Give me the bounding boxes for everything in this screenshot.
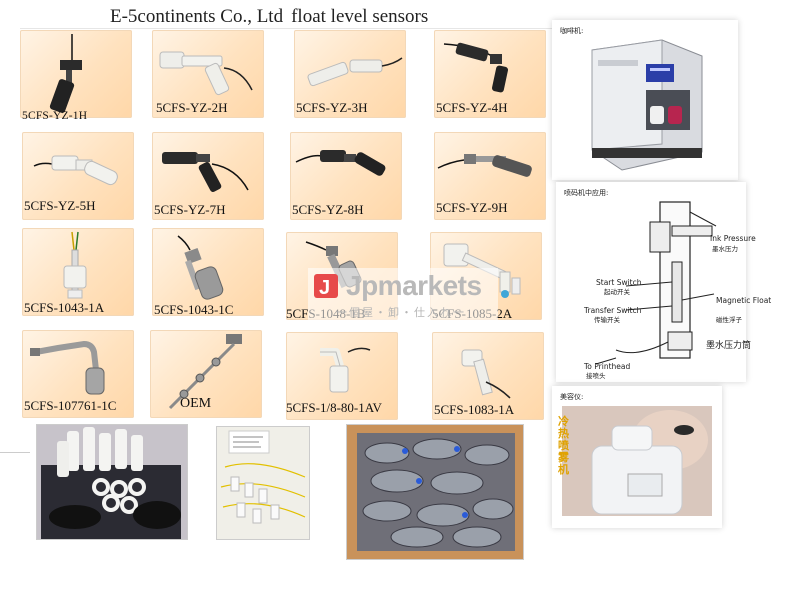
float-sensor-icon	[177, 235, 224, 300]
bagged-sensors-icon	[217, 427, 309, 539]
product-card[interactable]	[434, 30, 546, 118]
to-printhead-label: To Printhead	[584, 362, 631, 371]
product-photo-box	[346, 424, 524, 560]
box-of-sensors-icon	[347, 425, 523, 559]
product-card[interactable]	[152, 30, 264, 118]
product-label: OEM	[180, 396, 212, 411]
product-card[interactable]	[286, 332, 398, 420]
float-sensor-icon	[307, 57, 403, 87]
float-sensor-icon	[30, 340, 105, 395]
product-label: 5CFS-1043-1A	[24, 300, 105, 315]
product-card[interactable]	[22, 330, 134, 418]
product-photo-floats	[36, 424, 188, 540]
product-card[interactable]	[20, 30, 132, 118]
page-subtitle: float level sensors	[291, 6, 429, 27]
float-sensor-icon	[437, 154, 532, 177]
product-card[interactable]	[290, 132, 402, 220]
watermark: J Jpmarkets 一個屋・卸・仕入れ一	[308, 268, 498, 320]
ink-pressure-label: Ink Pressure	[710, 234, 756, 243]
panel-title: 喷码机中应用:	[564, 189, 609, 197]
white-floats-pile-icon	[37, 425, 187, 539]
product-card[interactable]	[294, 30, 406, 118]
watermark-brand: Jpmarkets	[346, 270, 482, 301]
beauty-device-panel: 美容仪: 冷热喷雾机	[552, 386, 722, 528]
product-label: 5CFS-YZ-2H	[156, 100, 228, 115]
left-divider	[0, 452, 30, 453]
product-label: 5CFS-YZ-7H	[154, 202, 226, 217]
product-photo-bagged	[216, 426, 310, 540]
product-label: 5CFS-1/8-80-1AV	[286, 400, 382, 415]
header-divider	[20, 28, 595, 29]
panel-title: 咖啡机:	[560, 27, 584, 35]
beauty-sign: 冷热喷雾机	[558, 415, 569, 476]
product-label: 5CFS-YZ-9H	[436, 200, 508, 215]
float-sensor-icon	[320, 347, 371, 393]
product-label: 5CFS-1043-1C	[154, 302, 234, 317]
inkjet-panel: 喷码机中应用: Ink Pressure 墨水压力 Start Switch 起…	[556, 182, 771, 382]
product-label: 5CFS-1083-1A	[434, 402, 515, 417]
float-sensor-icon	[461, 349, 511, 399]
product-label: 5CFS-YZ-4H	[436, 100, 508, 115]
to-printhead-cn-label: 接喷头	[586, 372, 606, 380]
ink-cylinder-cn-label: 墨水压力筒	[706, 341, 752, 351]
float-sensor-icon	[33, 155, 118, 186]
product-label: 5CFS-YZ-8H	[292, 202, 364, 217]
product-card[interactable]	[434, 132, 546, 220]
float-sensor-icon	[168, 334, 242, 410]
watermark-subtext: 一個屋・卸・仕入れ一	[336, 306, 466, 319]
page-title: E-5continents Co., Ltd float level sensor…	[110, 6, 428, 28]
svg-text:J: J	[319, 277, 330, 299]
product-card[interactable]	[152, 132, 264, 220]
product-card[interactable]	[22, 132, 134, 220]
product-label: 5CFS-107761-1C	[24, 398, 117, 413]
start-switch-cn-label: 起动开关	[604, 288, 630, 296]
magnetic-float-label: Magnetic Float	[716, 296, 772, 305]
float-sensor-icon	[162, 152, 249, 193]
company-name: E-5continents Co., Ltd	[110, 6, 284, 27]
product-card[interactable]	[150, 330, 262, 418]
inkjet-schematic-icon	[595, 201, 717, 365]
product-label: 5CFS-YZ-5H	[24, 198, 96, 213]
jpmarkets-logo-icon: J	[314, 274, 338, 299]
transfer-switch-cn-label: 传输开关	[594, 316, 620, 324]
product-label: 5CFS-YZ-3H	[296, 100, 368, 115]
product-label: 5CFS-YZ-1H	[22, 110, 88, 122]
product-card[interactable]	[432, 332, 544, 420]
transfer-switch-label: Transfer Switch	[584, 306, 642, 315]
float-sensor-icon	[443, 42, 509, 93]
float-sensor-icon	[49, 34, 82, 113]
product-card[interactable]	[152, 228, 264, 316]
float-sensor-icon	[159, 51, 253, 96]
panel-title: 美容仪:	[560, 393, 584, 401]
float-sensor-icon	[63, 231, 87, 299]
magnetic-float-cn-label: 磁性浮子	[716, 316, 742, 324]
beauty-steamer-icon	[562, 406, 712, 516]
coffee-machine-icon	[591, 39, 703, 171]
start-switch-label: Start Switch	[596, 278, 642, 287]
coffee-machine-panel: 咖啡机:	[552, 20, 738, 180]
product-card[interactable]	[22, 228, 134, 316]
float-sensor-icon	[295, 150, 386, 176]
ink-pressure-cn-label: 墨水压力	[712, 245, 738, 253]
